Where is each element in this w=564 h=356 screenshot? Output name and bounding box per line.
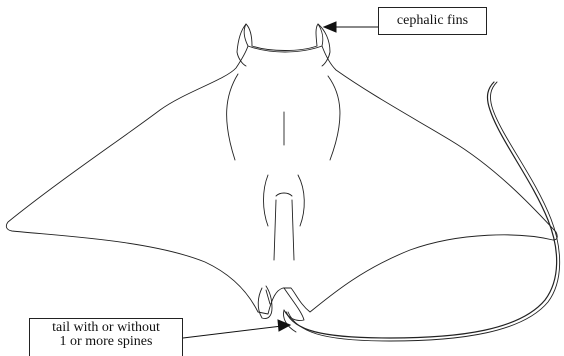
tail-label-line-2: 1 or more spines bbox=[30, 335, 182, 349]
left-cephalic-fin bbox=[244, 24, 252, 46]
body-outline bbox=[6, 46, 557, 314]
tail-label-line-1: tail with or without bbox=[30, 321, 182, 335]
cephalic-fins-arrowhead bbox=[324, 22, 336, 32]
left-body-curve bbox=[227, 74, 238, 160]
tail-arrowhead bbox=[278, 320, 290, 331]
tail-label: tail with or without 1 or more spines bbox=[29, 318, 183, 356]
tail bbox=[286, 82, 557, 338]
cephalic-fins-label: cephalic fins bbox=[378, 7, 487, 35]
tail-arrow bbox=[183, 326, 282, 338]
right-body-curve bbox=[328, 76, 340, 160]
